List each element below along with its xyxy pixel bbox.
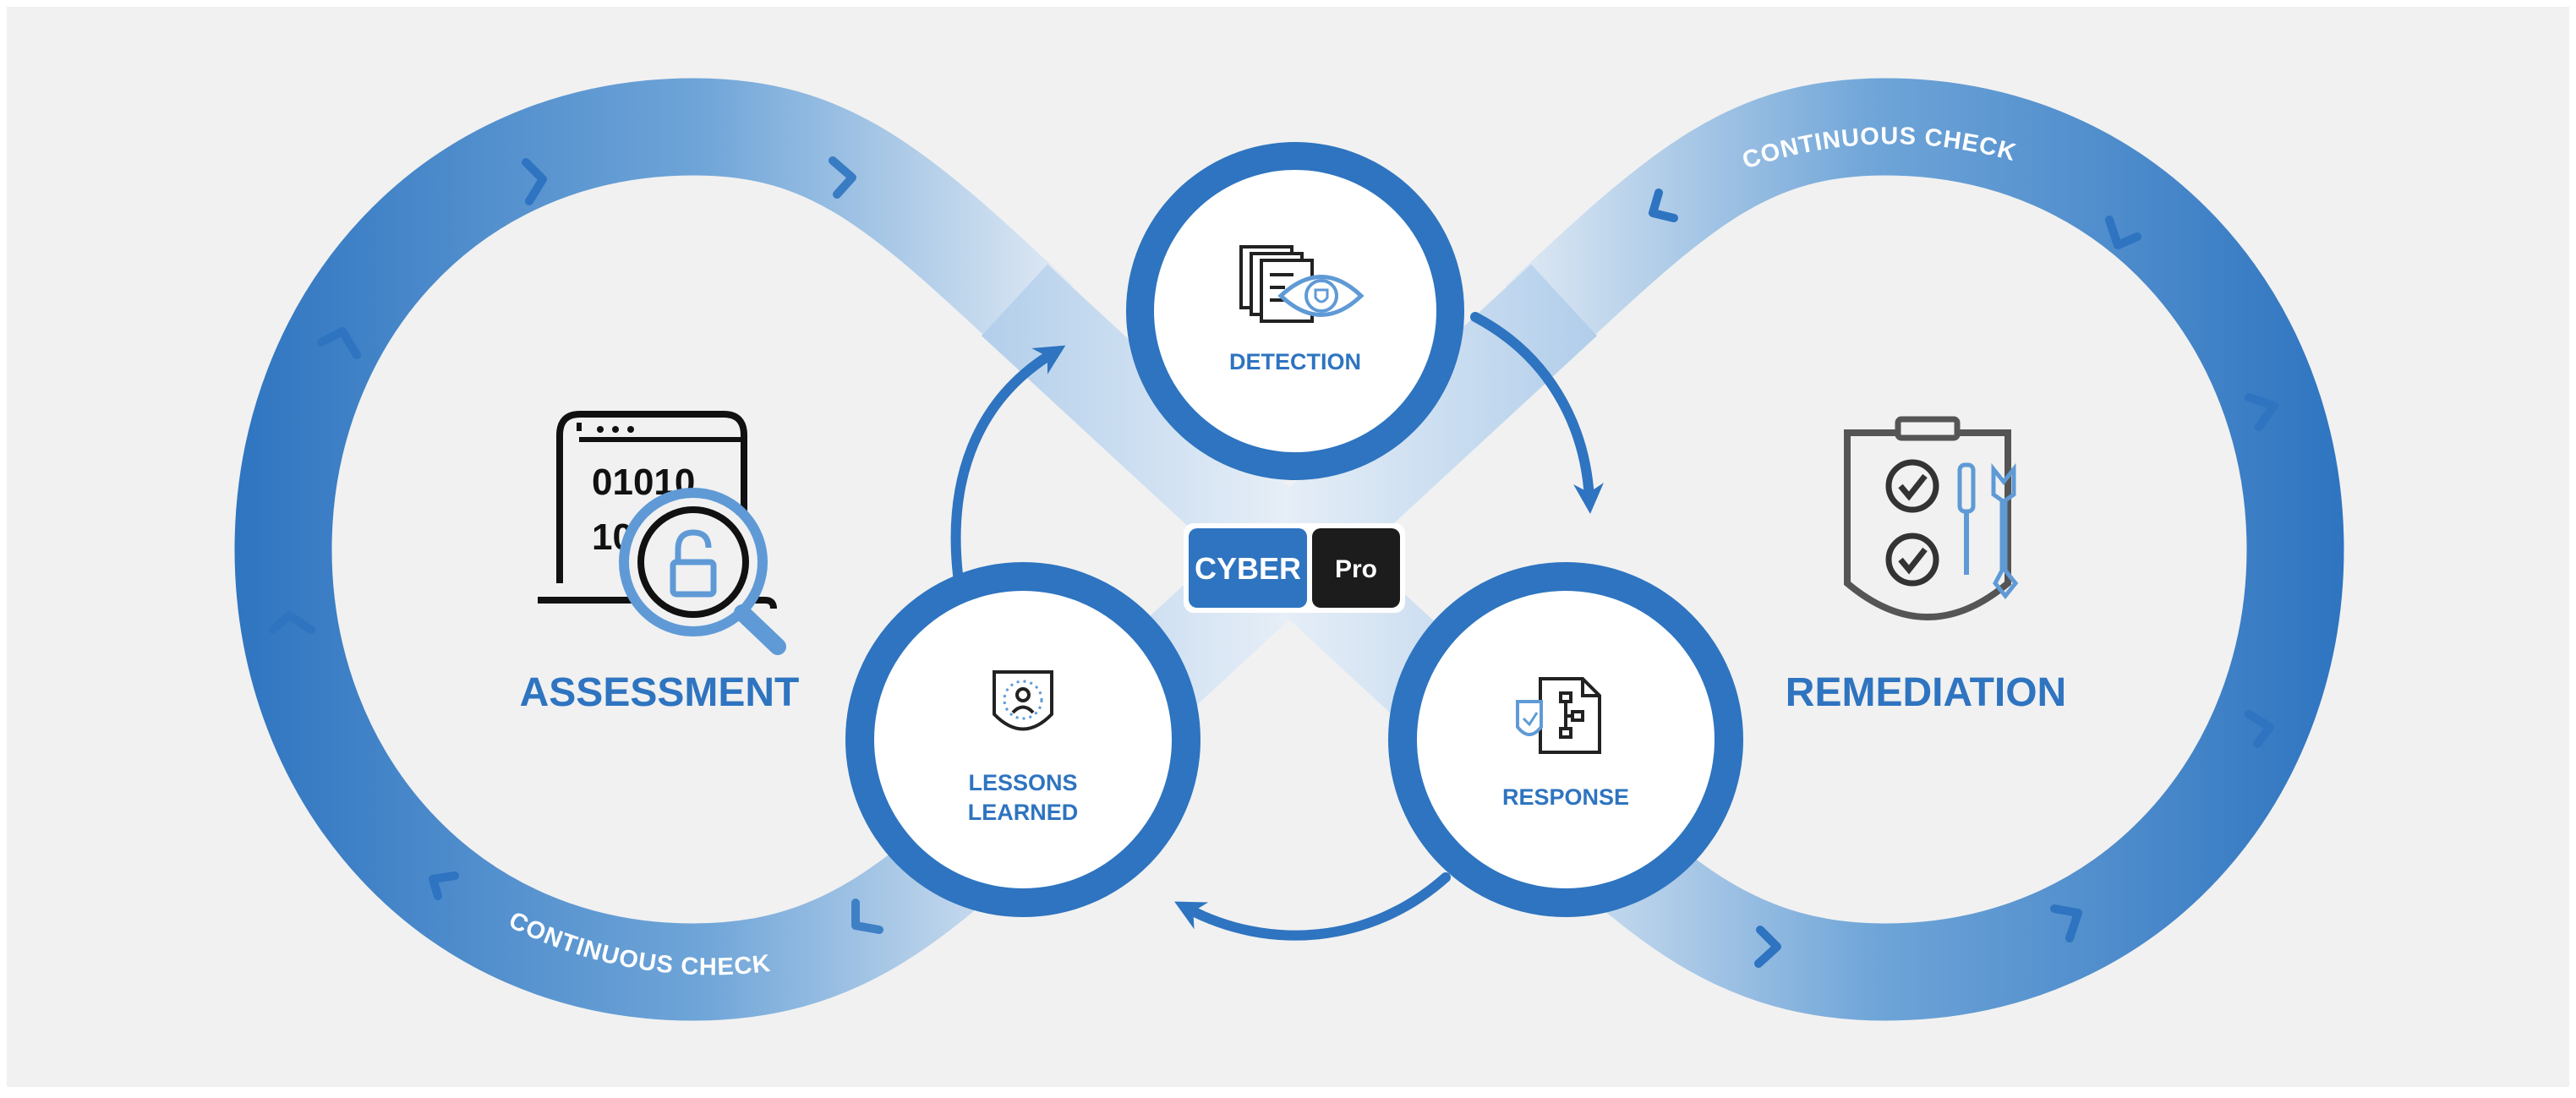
flowchart-document-icon xyxy=(1516,677,1601,754)
cycle-arrows xyxy=(950,312,1604,941)
chevron-right-icon xyxy=(522,158,547,205)
chevron-down-icon xyxy=(2245,393,2278,431)
chevron-left-icon xyxy=(2105,216,2141,249)
chevron-right-icon xyxy=(829,156,856,199)
chevron-up-icon xyxy=(268,611,315,634)
chevron-left-icon xyxy=(851,899,883,934)
document-eye-icon xyxy=(1239,245,1365,323)
chevron-down-icon xyxy=(2245,710,2274,748)
chevron-left-icon xyxy=(429,871,459,900)
arrow-detection-to-response xyxy=(1470,312,1604,514)
band-chevrons xyxy=(268,156,2278,968)
chevron-left-icon xyxy=(1649,188,1678,222)
detection-node: DETECTION xyxy=(1126,142,1464,480)
arrow-lessons-to-detection xyxy=(950,345,1066,580)
unlocked-code-search-icon: 01010 10 xyxy=(538,411,786,655)
cyber-pro-logo: CYBER Pro xyxy=(1184,523,1405,613)
remediation-label: REMEDIATION xyxy=(1786,670,2066,715)
right-loop xyxy=(1505,78,2344,1021)
logo-cyber-text: CYBER xyxy=(1195,551,1301,586)
checklist-shield-tools-icon xyxy=(1844,416,2019,620)
shield-person-icon xyxy=(993,670,1053,731)
assessment-label: ASSESSMENT xyxy=(520,670,800,715)
lessons-learned-node: LESSONS LEARNED xyxy=(845,562,1200,917)
logo-pro-text: Pro xyxy=(1335,555,1377,583)
detection-label: DETECTION xyxy=(1229,349,1361,374)
chevron-right-icon xyxy=(2050,904,2082,942)
lessons-label-line2: LEARNED xyxy=(968,800,1079,825)
response-label: RESPONSE xyxy=(1502,784,1629,810)
chevron-up-icon xyxy=(317,327,361,359)
arrow-response-to-lessons xyxy=(1174,872,1451,941)
response-node: RESPONSE xyxy=(1388,562,1743,917)
left-loop xyxy=(234,78,1074,1021)
lessons-label-line1: LESSONS xyxy=(968,770,1077,795)
chevron-right-icon xyxy=(1754,926,1781,968)
